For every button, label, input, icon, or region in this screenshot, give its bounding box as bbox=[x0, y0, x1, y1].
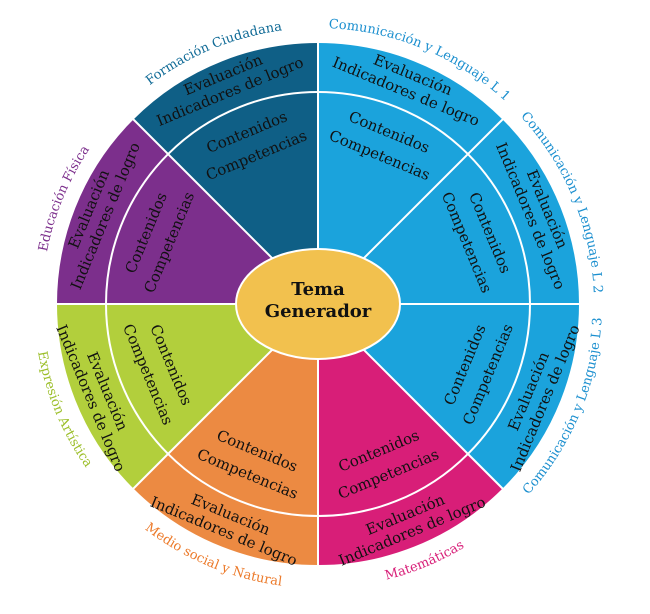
sector-4-wedge bbox=[318, 304, 504, 566]
tema-generador-hub bbox=[235, 248, 401, 360]
hub-line-2: Generador bbox=[265, 301, 372, 322]
sector-8-wedge bbox=[132, 42, 318, 304]
sector-3-wedge bbox=[318, 304, 580, 490]
hub-line-1: Tema bbox=[291, 279, 345, 300]
sector-7-wedge bbox=[56, 118, 318, 304]
outer-ring bbox=[55, 41, 581, 567]
mid-ring bbox=[105, 91, 531, 517]
sector-1-wedge bbox=[318, 42, 504, 304]
center-hub: Tema Generador bbox=[235, 248, 401, 360]
sectors-layer bbox=[56, 42, 580, 566]
sector-5-wedge bbox=[132, 304, 318, 566]
sector-2-wedge bbox=[318, 118, 580, 304]
sector-6-wedge bbox=[56, 304, 318, 490]
